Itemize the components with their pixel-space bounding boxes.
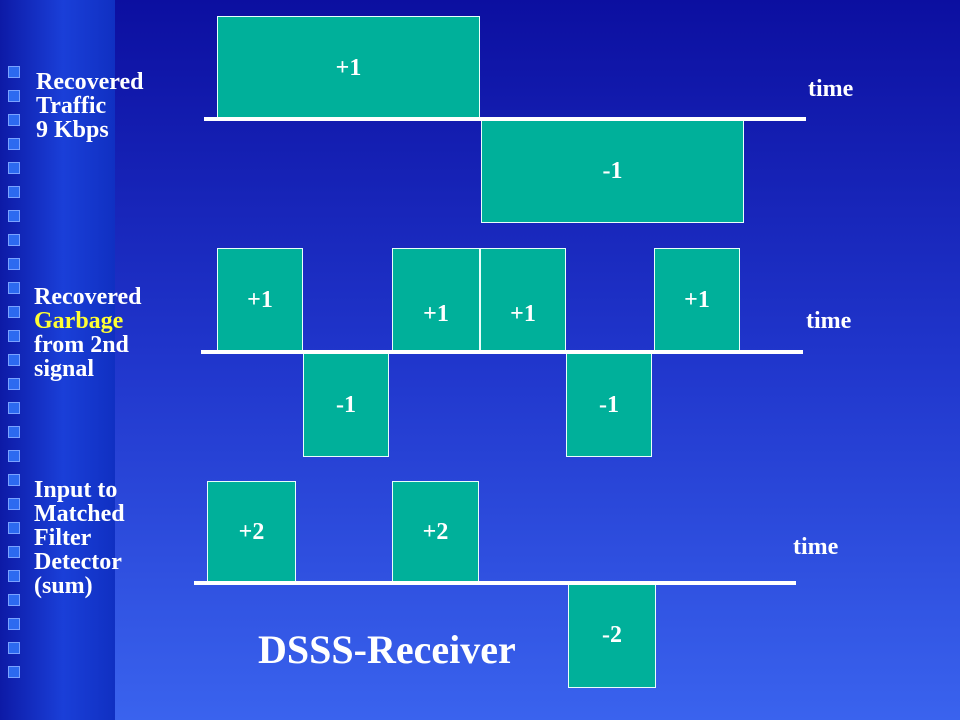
label-line: (sum) — [34, 573, 93, 599]
decorative-square — [8, 378, 20, 390]
decorative-square — [8, 666, 20, 678]
label-line: 9 Kbps — [36, 117, 109, 143]
label-line: signal — [34, 356, 95, 382]
pulse-box: -1 — [303, 353, 389, 457]
label-line: Matched — [34, 501, 125, 527]
decorative-square — [8, 570, 20, 582]
time-axis — [194, 581, 796, 585]
pulse-value: -1 — [602, 158, 623, 184]
time-axis-label: time — [806, 308, 852, 334]
pulse-box: -1 — [481, 120, 744, 223]
decorative-square — [8, 66, 20, 78]
label-line: Input to — [34, 477, 118, 503]
decorative-square — [8, 210, 20, 222]
slide-title: DSSS-Receiver — [258, 627, 516, 672]
label-line: Traffic — [36, 93, 107, 119]
decorative-square — [8, 546, 20, 558]
decorative-square — [8, 402, 20, 414]
pulse-value: +1 — [247, 287, 273, 313]
decorative-square — [8, 450, 20, 462]
decorative-square — [8, 330, 20, 342]
label-line: from 2nd — [34, 332, 129, 358]
square-pattern-column — [8, 0, 22, 720]
label-line: Filter — [34, 525, 92, 551]
pulse-value: +1 — [335, 54, 362, 81]
decorative-square — [8, 234, 20, 246]
decorative-square — [8, 522, 20, 534]
decorative-square — [8, 474, 20, 486]
pulse-box: +2 — [207, 481, 296, 583]
decorative-square — [8, 90, 20, 102]
decorative-square — [8, 642, 20, 654]
time-axis-label: time — [793, 534, 839, 560]
pulse-value: -1 — [336, 391, 356, 418]
pulse-box: +2 — [392, 481, 479, 583]
pulse-box: +1 — [480, 248, 566, 353]
label-line: Recovered — [34, 284, 142, 310]
decorative-square — [8, 258, 20, 270]
decorative-square — [8, 282, 20, 294]
left-decorative-band — [0, 0, 115, 720]
decorative-square — [8, 426, 20, 438]
decorative-square — [8, 618, 20, 630]
pulse-box: -1 — [566, 353, 652, 457]
pulse-value: +2 — [422, 518, 449, 545]
time-axis — [201, 350, 803, 354]
pulse-box: +1 — [392, 248, 480, 353]
pulse-value: -1 — [599, 391, 619, 418]
pulse-value: -2 — [602, 622, 622, 648]
pulse-box: +1 — [654, 248, 740, 353]
decorative-square — [8, 186, 20, 198]
decorative-square — [8, 306, 20, 318]
pulse-value: +1 — [510, 301, 536, 327]
decorative-square — [8, 594, 20, 606]
label-line: Garbage — [34, 308, 124, 334]
decorative-square — [8, 138, 20, 150]
time-axis-label: time — [808, 76, 854, 102]
decorative-square — [8, 498, 20, 510]
decorative-square — [8, 162, 20, 174]
decorative-square — [8, 354, 20, 366]
pulse-box: -2 — [568, 583, 656, 688]
pulse-box: +1 — [217, 248, 303, 353]
pulse-value: +2 — [238, 518, 265, 545]
label-line: Detector — [34, 549, 122, 575]
time-axis — [204, 117, 806, 121]
decorative-square — [8, 114, 20, 126]
pulse-value: +1 — [423, 301, 449, 327]
pulse-value: +1 — [684, 287, 710, 313]
pulse-box: +1 — [217, 16, 480, 120]
label-line: Recovered — [36, 69, 144, 95]
